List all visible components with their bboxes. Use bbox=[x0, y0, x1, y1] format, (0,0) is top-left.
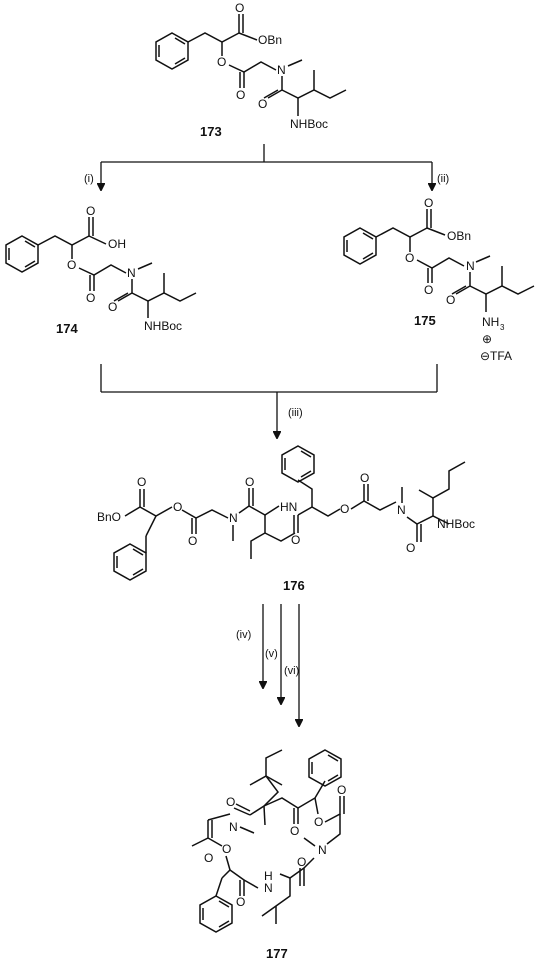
atom-label: NHBoc bbox=[290, 117, 328, 131]
atom-label: N bbox=[127, 266, 136, 280]
molecule-177: O O O O N O H N O O bbox=[191, 749, 346, 961]
atom-label: H bbox=[264, 869, 273, 883]
atom-label: N bbox=[318, 843, 327, 857]
atom-label: O bbox=[108, 300, 117, 314]
atom-label: O bbox=[337, 783, 346, 797]
step-label: (ii) bbox=[437, 173, 449, 185]
step-label: (i) bbox=[84, 173, 94, 185]
atom-label: O bbox=[446, 293, 455, 307]
molecule-173: O OBn O O N O NHBoc 173 bbox=[155, 1, 347, 139]
atom-label: N bbox=[229, 820, 238, 834]
atom-label: O bbox=[258, 97, 267, 111]
atom-label: O bbox=[314, 815, 323, 829]
compound-173-label: 173 bbox=[200, 124, 222, 139]
step-label: (iii) bbox=[288, 407, 303, 419]
atom-label: O bbox=[173, 500, 182, 514]
atom-label: O bbox=[405, 251, 414, 265]
atom-label: O bbox=[297, 855, 306, 869]
compound-176-label: 176 bbox=[283, 578, 305, 593]
molecule-174: O OH O O N O NHBoc 174 bbox=[5, 204, 197, 336]
atom-label: OH bbox=[108, 237, 126, 251]
atom-label: NH bbox=[482, 315, 499, 329]
atom-label: O bbox=[217, 55, 226, 69]
molecule-175: O OBn O O N O NH 3 ⊕ ⊖TFA 175 bbox=[343, 196, 535, 363]
atom-label: O bbox=[137, 475, 146, 489]
step-label: (v) bbox=[265, 648, 278, 660]
atom-label: O bbox=[360, 471, 369, 485]
atom-label: NHBoc bbox=[144, 319, 182, 333]
atom-label: O bbox=[86, 291, 95, 305]
molecule-176: BnO O O O N O HN O O bbox=[97, 445, 475, 593]
atom-label: O bbox=[236, 88, 245, 102]
step-label: (iv) bbox=[236, 629, 251, 641]
atom-label: O bbox=[424, 196, 433, 210]
step-label: (vi) bbox=[284, 665, 299, 677]
atom-label: O bbox=[204, 851, 213, 865]
atom-label: O bbox=[222, 842, 231, 856]
atom-label: O bbox=[424, 283, 433, 297]
atom-label: O bbox=[406, 541, 415, 555]
atom-label: N bbox=[397, 503, 406, 517]
atom-label: N bbox=[229, 511, 238, 525]
atom-label: O bbox=[235, 1, 244, 15]
phenyl-ring bbox=[155, 32, 189, 70]
compound-177-label: 177 bbox=[266, 946, 288, 961]
atom-label: O bbox=[340, 502, 349, 516]
atom-label: 3 bbox=[500, 323, 505, 332]
compound-174-label: 174 bbox=[56, 321, 78, 336]
atom-label: O bbox=[67, 258, 76, 272]
atom-label: O bbox=[290, 824, 299, 838]
compound-175-label: 175 bbox=[414, 313, 436, 328]
atom-label: N bbox=[264, 881, 273, 895]
atom-label: O bbox=[291, 533, 300, 547]
atom-label: NHBoc bbox=[437, 517, 475, 531]
atom-label: OBn bbox=[258, 33, 282, 47]
atom-label: OBn bbox=[447, 229, 471, 243]
atom-label: N bbox=[466, 259, 475, 273]
split-arrows: (i) (ii) bbox=[84, 144, 449, 190]
atom-label: O bbox=[86, 204, 95, 218]
atom-label: O bbox=[188, 534, 197, 548]
atom-label: O bbox=[236, 895, 245, 909]
atom-label: ⊕ bbox=[482, 332, 492, 346]
atom-label: O bbox=[226, 795, 235, 809]
atom-label: N bbox=[277, 63, 286, 77]
atom-label: O bbox=[245, 475, 254, 489]
atom-label: BnO bbox=[97, 510, 121, 524]
merge-arrows: (iii) bbox=[100, 364, 438, 438]
atom-label: HN bbox=[280, 500, 297, 514]
sequential-arrows: (iv) (v) (vi) bbox=[236, 604, 299, 726]
atom-label: ⊖TFA bbox=[480, 349, 512, 363]
